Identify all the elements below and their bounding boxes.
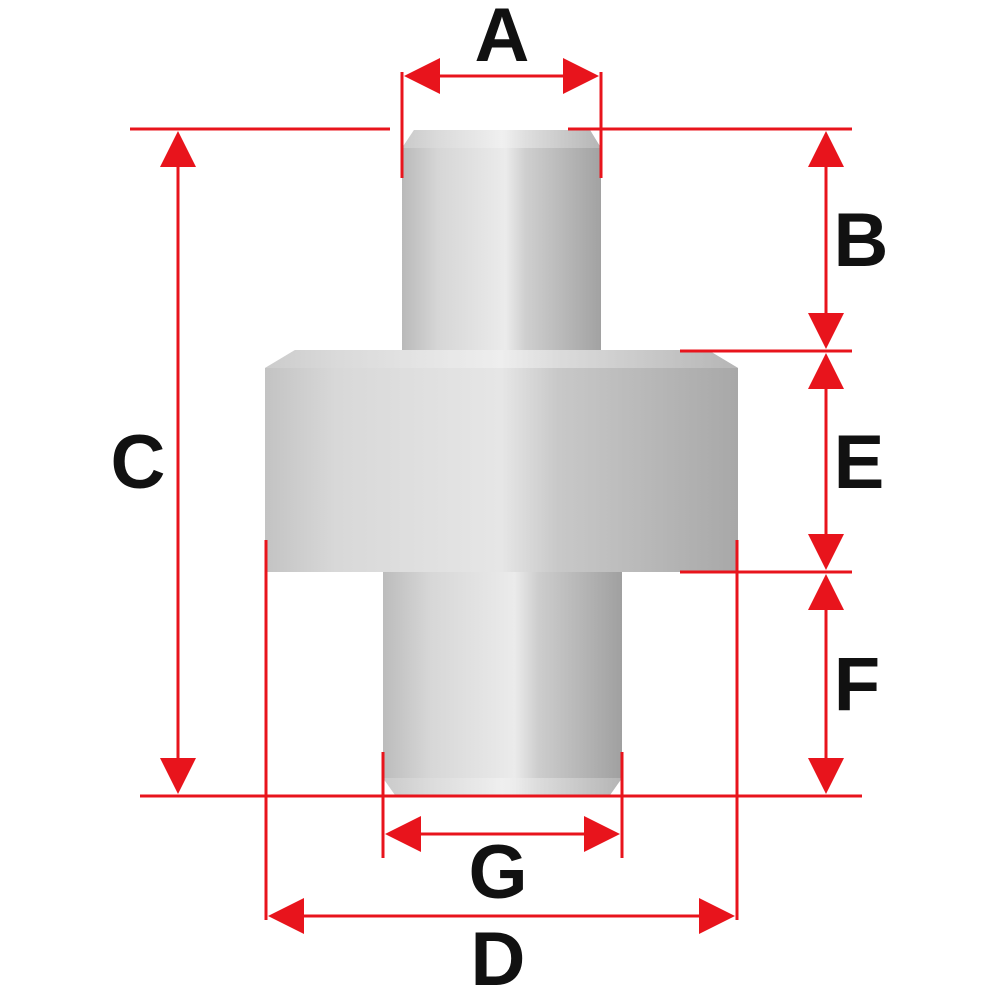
dimension-labels: A B C E F G D (111, 0, 889, 1000)
d-arrow-left (268, 898, 304, 934)
f-arrow-top (808, 574, 844, 610)
part-body (265, 130, 738, 795)
label-a: A (475, 0, 530, 78)
a-arrow-left (404, 58, 440, 94)
f-arrow-bottom (808, 758, 844, 794)
g-arrow-right (584, 816, 620, 852)
e-arrow-bottom (808, 534, 844, 570)
middle-collar-chamfer (265, 350, 738, 368)
top-pin (402, 130, 601, 352)
b-arrow-top (808, 131, 844, 167)
bottom-pin-chamfer (383, 778, 622, 795)
c-arrow-top (160, 131, 196, 167)
label-g: G (468, 830, 527, 915)
label-f: F (834, 642, 880, 727)
b-arrow-bottom (808, 313, 844, 349)
label-b: B (834, 198, 889, 283)
bottom-pin (383, 572, 622, 795)
d-arrow-right (699, 898, 735, 934)
label-d: D (471, 917, 526, 1000)
g-arrow-left (385, 816, 421, 852)
e-arrow-top (808, 353, 844, 389)
middle-collar (265, 350, 738, 572)
dimension-lines (130, 72, 862, 920)
a-arrow-right (563, 58, 599, 94)
label-e: E (834, 420, 885, 505)
c-arrow-bottom (160, 758, 196, 794)
arrowheads (160, 58, 844, 934)
top-pin-chamfer (402, 130, 601, 148)
label-c: C (111, 420, 166, 505)
